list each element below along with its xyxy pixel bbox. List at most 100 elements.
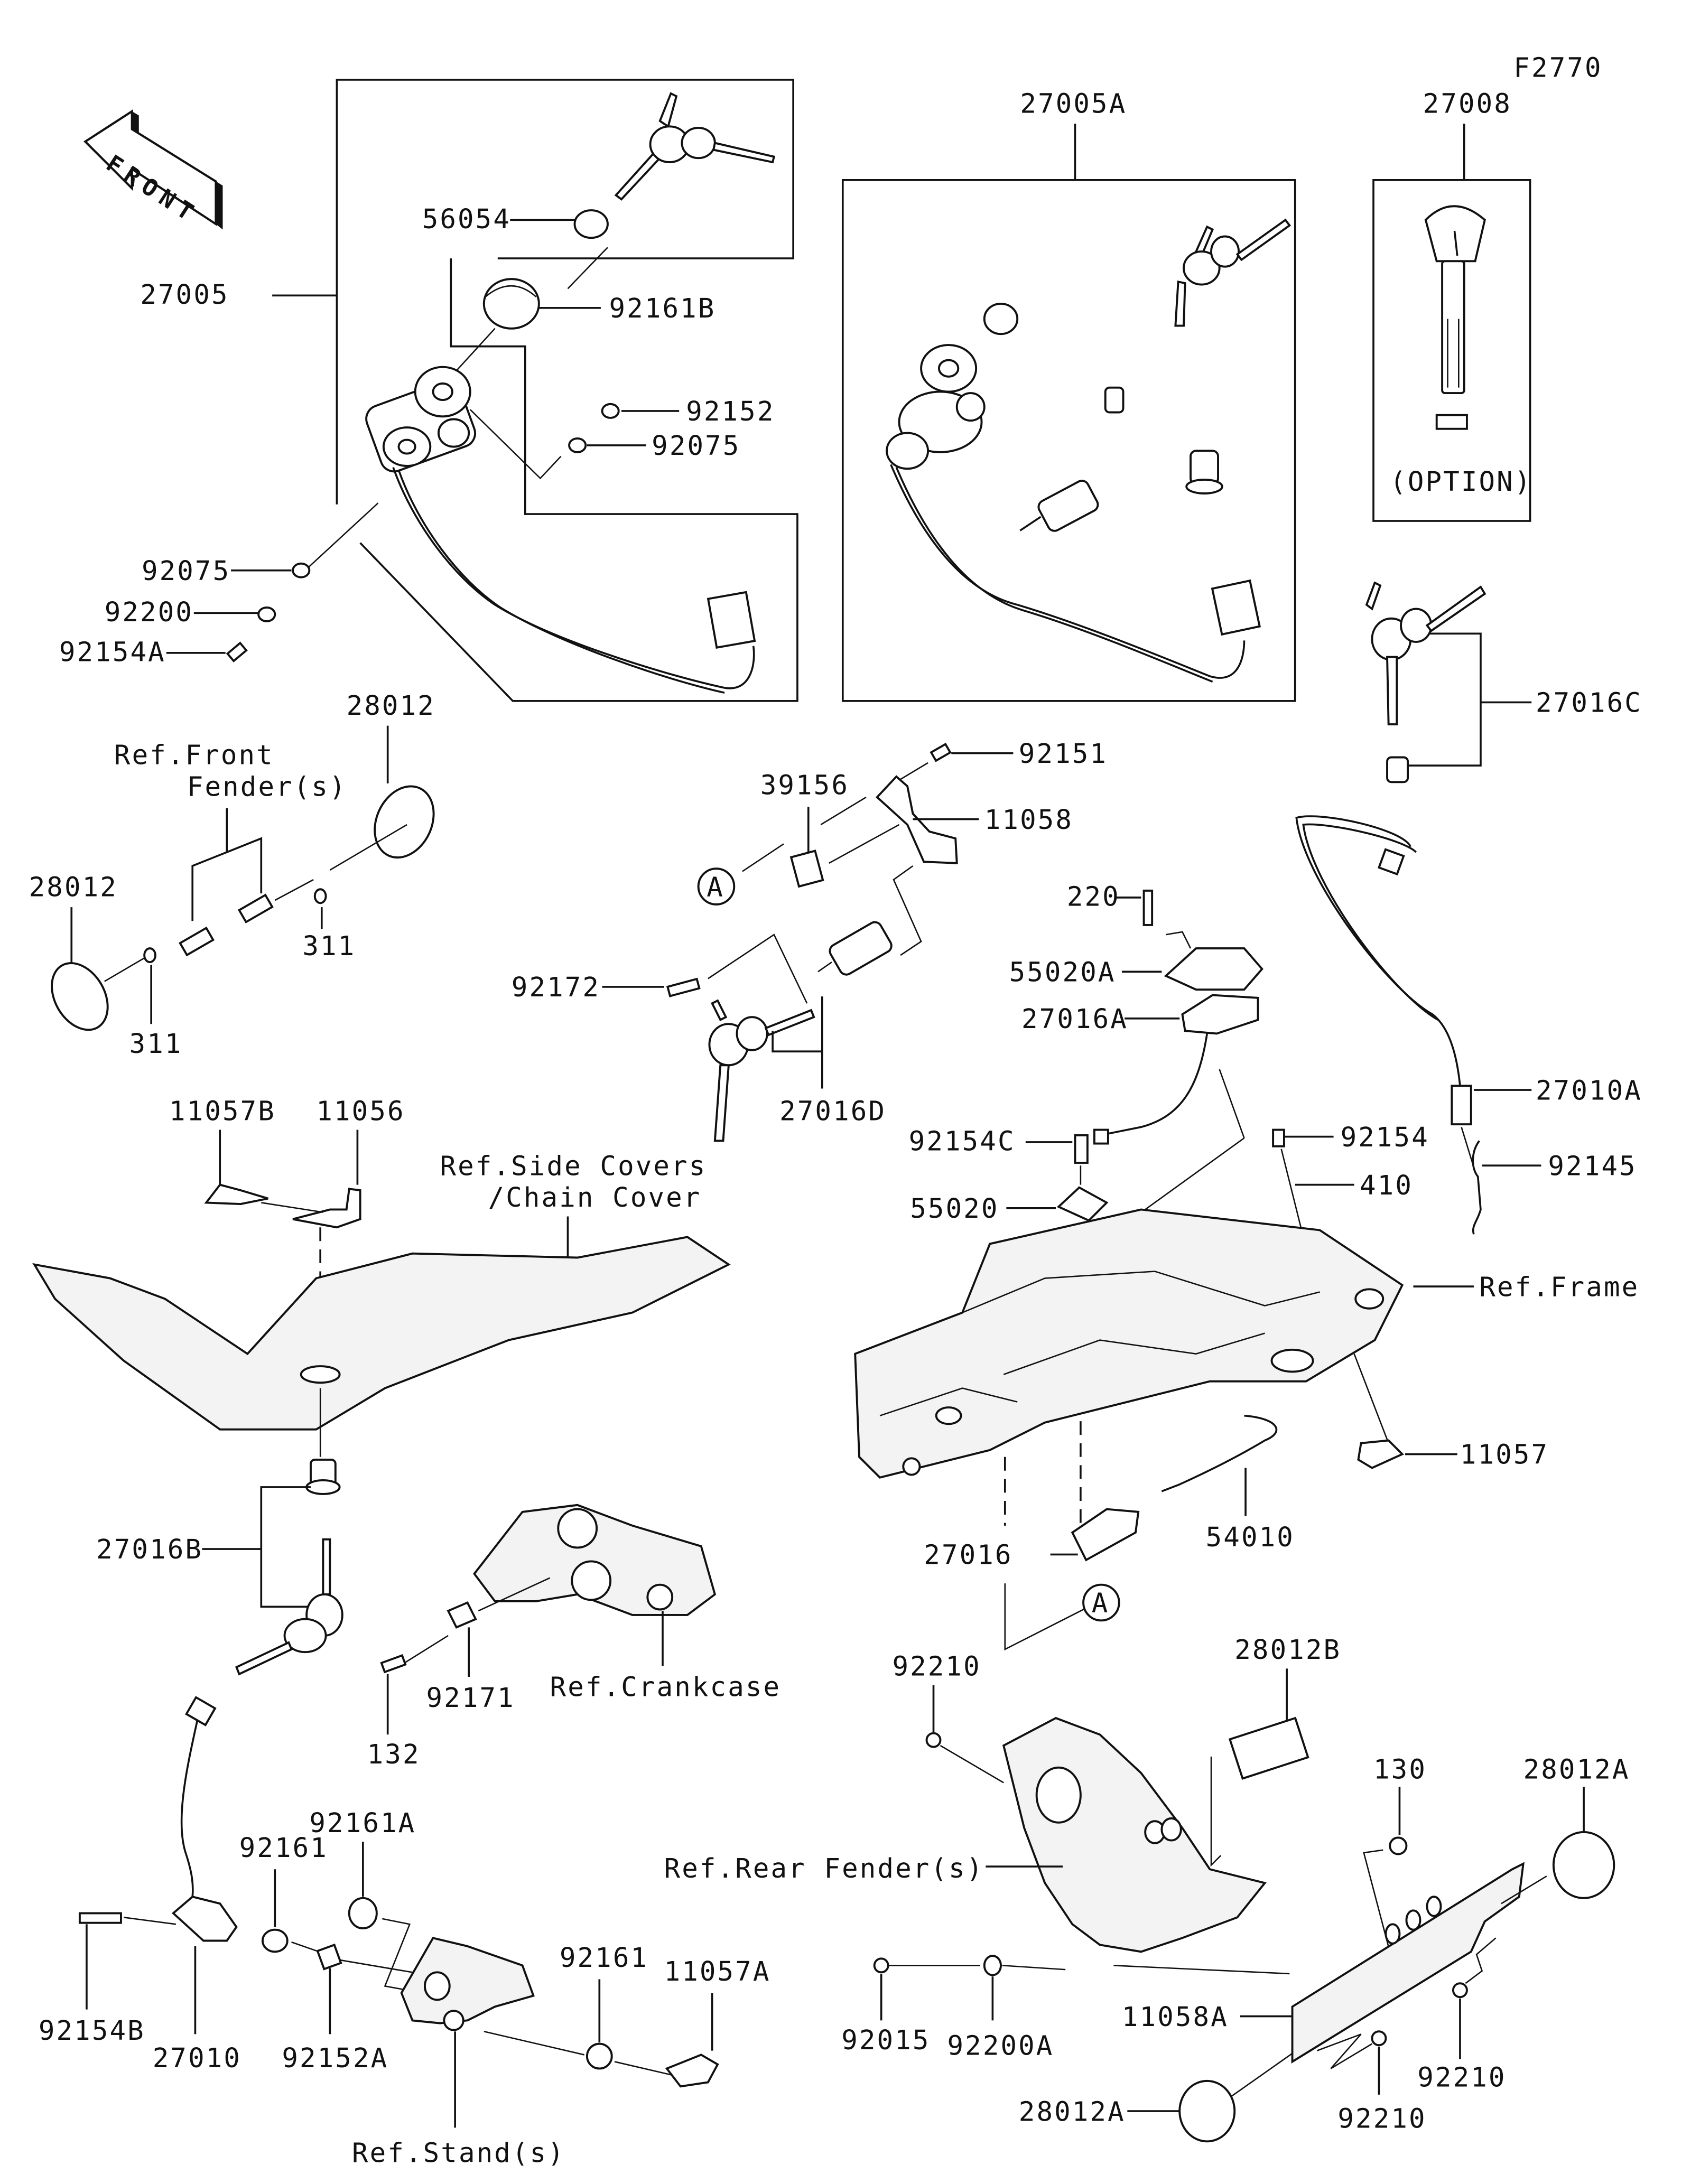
label-11056: 11056 <box>316 1095 405 1126</box>
label-92154B: 92154B <box>39 2015 145 2046</box>
plate-55020-icon <box>1056 1186 1109 1222</box>
bolt-92154C-icon <box>1074 1134 1089 1164</box>
license-bracket-11058A-icon <box>1291 1862 1525 2064</box>
nut-311-left-icon <box>143 947 156 964</box>
figure-code: F2770 <box>1513 52 1602 83</box>
label-92161A: 92161A <box>309 1807 416 1838</box>
nut-92210-right-icon <box>1452 1982 1468 1999</box>
nut-92210-top-icon <box>925 1732 942 1748</box>
pad-39156-icon <box>789 850 824 888</box>
nut-92015-icon <box>873 1957 889 1974</box>
kit-key-pair-icon <box>1174 218 1292 327</box>
label-56054: 56054 <box>422 203 511 235</box>
bracket-92171-icon <box>447 1601 477 1629</box>
group-side-cover: 11057B 11056 Ref.Side Covers /Chain Cove… <box>32 1095 731 1457</box>
label-92172: 92172 <box>512 972 600 1003</box>
reflector-28012-top-icon <box>374 785 435 859</box>
front-arrow-icon: FRONT <box>83 109 223 230</box>
key-blank-icon <box>1424 205 1486 395</box>
label-92200A: 92200A <box>947 2030 1054 2061</box>
ref-front-fender-line1: Ref.Front <box>114 740 274 771</box>
label-311-right: 311 <box>302 930 356 962</box>
cable-end-icon <box>1093 1128 1109 1145</box>
reflector-28012B-icon <box>1228 1716 1309 1780</box>
label-92075-lower: 92075 <box>142 555 230 586</box>
group-side-stand: 27010 92154B 92161 92152A 92161A Ref.Sta… <box>39 1696 771 2168</box>
ref-side-covers-line1: Ref.Side Covers <box>440 1150 707 1181</box>
spare-cap-icon <box>1386 756 1409 783</box>
label-92171: 92171 <box>426 1682 515 1713</box>
nut-92210-bottom-icon <box>1371 2030 1387 2047</box>
label-130: 130 <box>1373 1754 1427 1785</box>
group-seat-lock: 220 55020A 27016A <box>1009 881 1263 1292</box>
grommet-92161A-icon <box>348 1897 378 1930</box>
label-27016C: 27016C <box>1536 687 1642 718</box>
kit-washer-icon <box>983 303 1019 335</box>
label-92145: 92145 <box>1548 1150 1637 1181</box>
reflector-28012-left-icon <box>51 962 109 1031</box>
label-39156: 39156 <box>760 770 849 801</box>
label-27010A: 27010A <box>1536 1075 1642 1106</box>
label-28012B: 28012B <box>1234 1634 1341 1665</box>
clip-11057B-icon <box>204 1183 268 1205</box>
label-92210-top: 92210 <box>892 1650 981 1682</box>
label-28012-top: 28012 <box>347 690 435 721</box>
helmet-lock-key-icon <box>235 1538 343 1676</box>
label-92154A: 92154A <box>59 636 166 667</box>
frame-icon <box>854 1208 1404 1479</box>
label-92015: 92015 <box>841 2024 930 2056</box>
kit-small-cap-icon <box>1104 386 1125 414</box>
bracket-11056-icon <box>292 1188 361 1229</box>
label-92200: 92200 <box>105 596 193 628</box>
option-label: (OPTION) <box>1390 466 1532 497</box>
bolt-130-icon <box>1389 1836 1408 1855</box>
group-27016B: 27016B <box>96 1458 343 1676</box>
sensor-connector-icon <box>185 1696 217 1726</box>
kit-seat-lock-icon <box>1185 450 1223 494</box>
label-11057A: 11057A <box>664 1956 771 1987</box>
screw-92151-icon <box>930 742 952 762</box>
label-92154: 92154 <box>1341 1122 1429 1153</box>
kit-ignition-switch-icon <box>886 344 1261 683</box>
label-55020: 55020 <box>910 1193 999 1224</box>
label-92161-right: 92161 <box>560 1942 648 1973</box>
label-27005A: 27005A <box>1020 88 1127 119</box>
grommet-92161-left-icon <box>261 1928 289 1953</box>
clip-11057A-icon <box>665 2054 719 2088</box>
washer-92200-icon <box>257 606 276 622</box>
label-27008: 27008 <box>1423 88 1512 119</box>
reference-marker-a-bottom <box>1082 1583 1120 1622</box>
label-92210-right: 92210 <box>1417 2061 1506 2093</box>
label-28012A-right: 28012A <box>1523 1754 1630 1785</box>
rear-fender-icon <box>1002 1716 1267 1953</box>
label-11058A: 11058A <box>1122 2001 1229 2032</box>
key-tag-icon <box>1435 414 1468 430</box>
label-27016: 27016 <box>924 1539 1012 1571</box>
label-92161-left: 92161 <box>239 1832 328 1863</box>
ref-stand: Ref.Stand(s) <box>352 2137 565 2168</box>
switch-27010-icon <box>171 1896 238 1942</box>
label-27005: 27005 <box>140 279 229 310</box>
group-11058: 92151 11058 39156 A 92172 27016D <box>512 738 1106 1142</box>
label-11057B: 11057B <box>169 1095 276 1126</box>
label-92161B: 92161B <box>609 293 716 324</box>
screw-92172-icon <box>666 977 701 997</box>
washer-56054-icon <box>573 209 609 239</box>
nut-311-right-icon <box>313 888 327 904</box>
label-28012-left: 28012 <box>29 871 118 902</box>
nut-92152-icon <box>601 403 620 419</box>
ref-frame: Ref.Frame <box>1479 1271 1639 1302</box>
ref-rear-fender: Ref.Rear Fender(s) <box>664 1853 984 1884</box>
label-54010: 54010 <box>1206 1522 1295 1553</box>
label-311-left: 311 <box>129 1028 183 1059</box>
collar-92152A-icon <box>316 1943 342 1971</box>
grommet-92161-right-icon <box>586 2042 613 2070</box>
group-27016C: 27016C <box>1365 581 1642 783</box>
bolt-right-icon <box>237 893 274 923</box>
latch-27016A-icon <box>1181 994 1259 1035</box>
screw-92154-icon <box>1272 1128 1285 1147</box>
bolt-92154B-icon <box>78 1912 122 1924</box>
label-92152: 92152 <box>686 396 775 427</box>
group-rear-fender: 92210 28012B Ref.Rear Fender(s) 92015 92… <box>664 1634 1630 2143</box>
group-27005A: 27005A <box>841 88 1296 702</box>
